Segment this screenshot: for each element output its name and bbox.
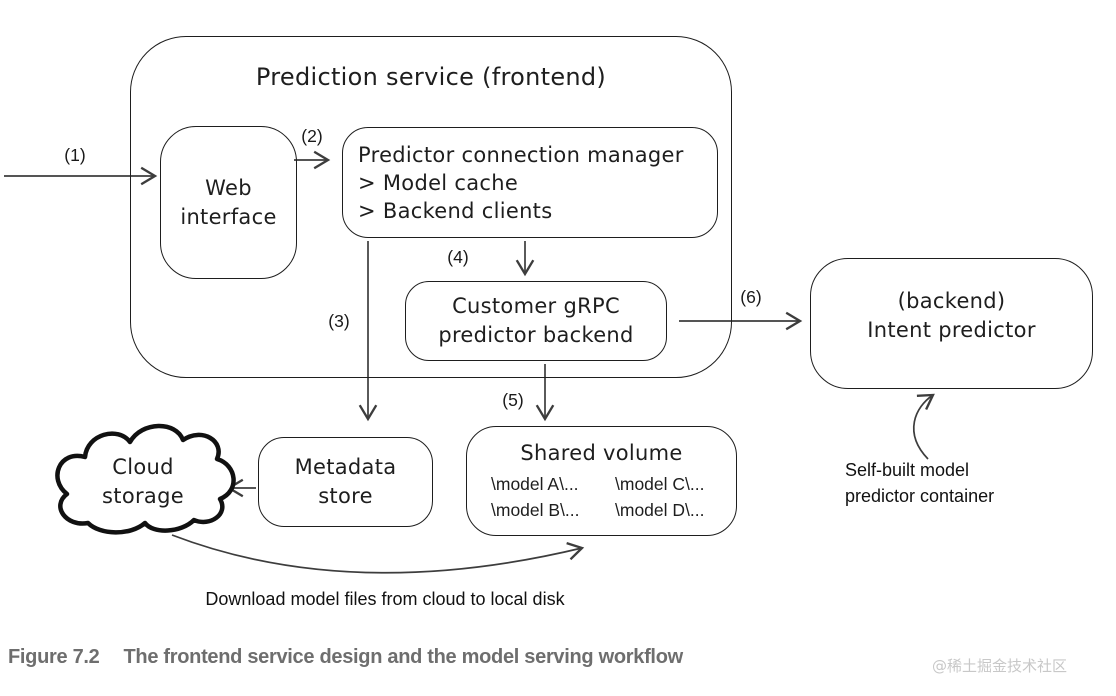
node-cloud-storage-label: Cloud storage: [78, 453, 208, 511]
web-interface-label-line1: Web: [205, 175, 252, 200]
step-label-5: (5): [502, 390, 524, 410]
node-shared-volume: Shared volume \model A\... \model C\... …: [466, 426, 737, 536]
cloud-storage-label-line1: Cloud: [112, 455, 174, 479]
prediction-service-title: Prediction service (frontend): [255, 63, 607, 91]
step-label-1: (1): [64, 145, 86, 165]
intent-predictor-label-line2: Intent predictor: [867, 317, 1036, 342]
shared-volume-title: Shared volume: [520, 441, 683, 465]
step-label-3: (3): [328, 311, 350, 331]
figure-caption: Figure 7.2 The frontend service design an…: [8, 646, 683, 669]
self-built-annotation-line2: predictor container: [845, 486, 995, 506]
model-path-c: \model C\...: [615, 474, 705, 494]
web-interface-label-line2: interface: [180, 204, 277, 229]
watermark-text: @稀土掘金技术社区: [932, 657, 1068, 675]
node-intent-predictor: (backend) Intent predictor: [810, 258, 1093, 389]
step-label-6: (6): [740, 287, 762, 307]
model-path-a: \model A\...: [491, 474, 579, 494]
grpc-backend-label-line2: predictor backend: [438, 323, 634, 347]
cloud-storage-label-line2: storage: [102, 484, 184, 508]
model-path-b: \model B\...: [491, 500, 580, 520]
figure-caption-number: Figure 7.2: [8, 646, 100, 668]
model-path-d: \model D\...: [615, 500, 705, 520]
node-metadata-store: Metadata store: [258, 437, 433, 527]
step-label-4: (4): [447, 247, 469, 267]
download-annotation: Download model files from cloud to local…: [205, 589, 565, 609]
metadata-store-label-line2: store: [318, 484, 373, 508]
prediction-service-container: [130, 36, 732, 378]
node-web-interface: Web interface: [160, 126, 297, 279]
self-built-annotation: Self-built model predictor container: [845, 457, 1065, 509]
shared-volume-model-list: \model A\... \model C\... \model B\... \…: [467, 471, 704, 523]
connection-manager-title: Predictor connection manager: [358, 142, 684, 167]
connection-manager-item-model-cache: > Model cache: [358, 170, 519, 195]
node-grpc-predictor-backend: Customer gRPC predictor backend: [405, 281, 667, 361]
figure-caption-text: The frontend service design and the mode…: [123, 646, 683, 668]
node-predictor-connection-manager: Predictor connection manager > Model cac…: [342, 127, 718, 238]
grpc-backend-label-line1: Customer gRPC: [452, 294, 620, 318]
intent-predictor-label-line1: (backend): [897, 288, 1006, 313]
self-built-annotation-line1: Self-built model: [845, 460, 970, 480]
step-label-2: (2): [301, 126, 323, 146]
metadata-store-label-line1: Metadata: [294, 455, 397, 479]
arrow-cloud-to-volume-curve: [171, 534, 585, 574]
connection-manager-item-backend-clients: > Backend clients: [358, 198, 553, 223]
arrow-selfbuilt-to-intent-curve: [912, 393, 935, 460]
cloud-shape: [55, 423, 236, 535]
